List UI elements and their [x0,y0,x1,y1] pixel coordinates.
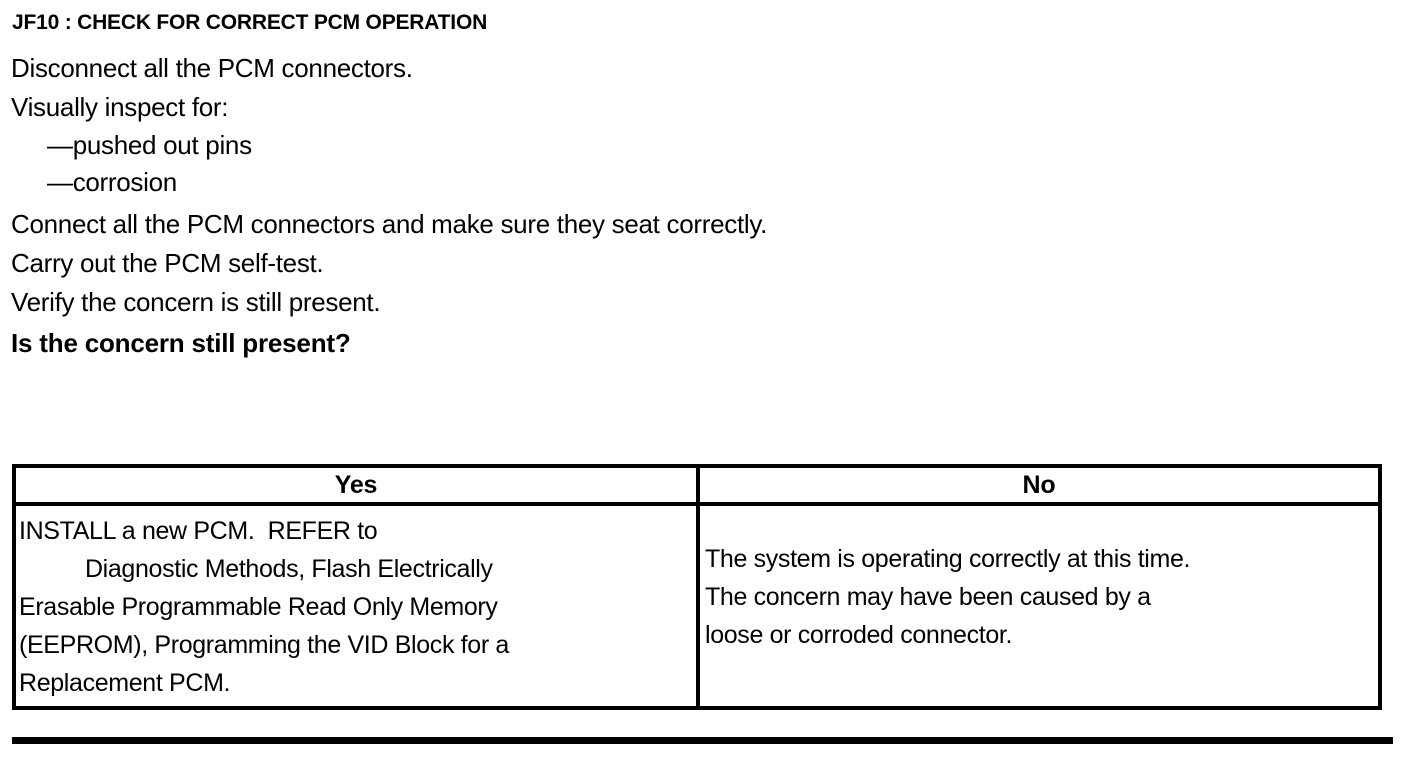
step-line: Visually inspect for: [11,92,229,122]
footer-rule [12,737,1393,744]
step-sub-line: —pushed out pins [47,130,252,160]
step-line: Connect all the PCM connectors and make … [11,209,768,239]
cell-no-text: The system is operating correctly at thi… [705,545,1191,649]
cell-no-action: The system is operating correctly at thi… [696,502,1382,710]
decision-table: Yes No INSTALL a new PCM. REFER to Diagn… [12,464,1382,710]
step-line: Verify the concern is still present. [11,287,381,317]
step-line: Carry out the PCM self-test. [11,248,324,278]
step-line: Disconnect all the PCM connectors. [11,53,413,83]
column-header-no: No [696,464,1382,506]
cell-yes-action: INSTALL a new PCM. REFER to Diagnostic M… [12,502,700,710]
step-sub-line: —corrosion [47,167,177,197]
table-header-row: Yes No [12,464,1382,506]
cell-yes-text: INSTALL a new PCM. REFER to Diagnostic M… [19,517,509,697]
decision-question: Is the concern still present? [11,328,351,358]
column-header-yes: Yes [12,464,700,506]
table-row: INSTALL a new PCM. REFER to Diagnostic M… [12,502,1382,710]
page-title: JF10 : CHECK FOR CORRECT PCM OPERATION [12,11,488,34]
procedure-steps: Disconnect all the PCM connectors. Visua… [11,52,1351,365]
